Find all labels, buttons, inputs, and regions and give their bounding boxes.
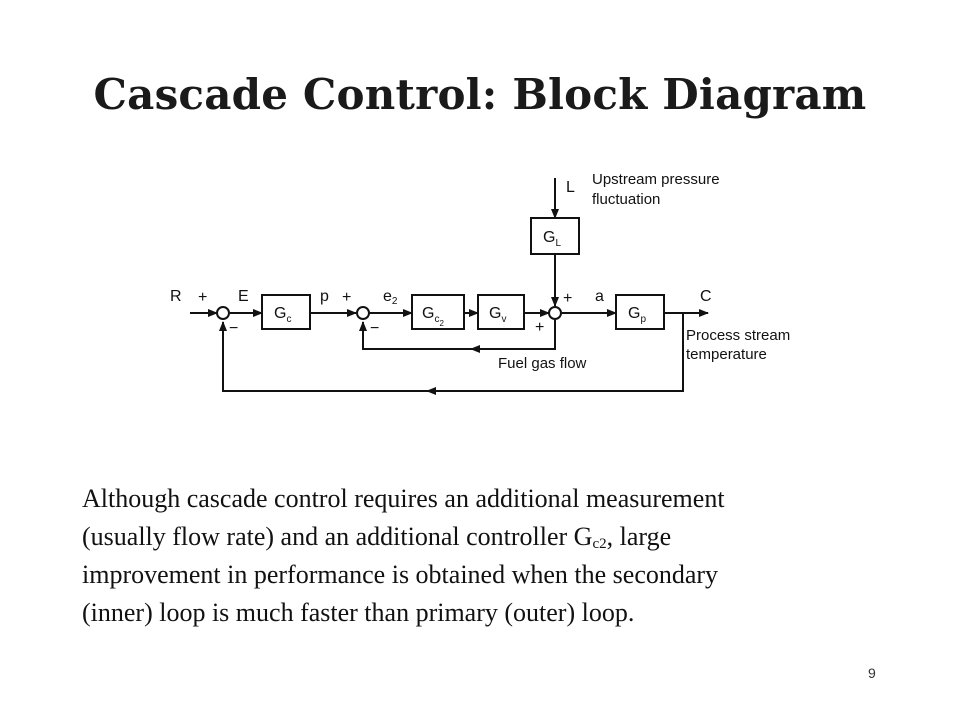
block-gv: Gv <box>477 294 525 330</box>
svg-text:Gp: Gp <box>628 305 646 325</box>
sign-outer-plus: + <box>198 289 207 306</box>
signal-label-r: R <box>170 288 182 305</box>
svg-text:Gc: Gc <box>274 305 291 325</box>
signal-label-l: L <box>566 179 575 196</box>
signal-label-a: a <box>595 288 604 305</box>
sign-disturbance-plus-top: + <box>563 290 572 307</box>
body-line-1: Although cascade control requires an add… <box>82 484 725 513</box>
sign-disturbance-plus-left: + <box>535 319 544 336</box>
body-line-4: (inner) loop is much faster than primary… <box>82 598 635 627</box>
sign-outer-minus: − <box>229 320 238 337</box>
block-gc: Gc <box>261 294 311 330</box>
inner-feedback-line <box>359 320 556 350</box>
svg-text:GL: GL <box>543 229 561 249</box>
block-gp: Gp <box>615 294 665 330</box>
svg-text:Gc2: Gc2 <box>422 305 444 328</box>
outer-feedback-line <box>219 313 684 392</box>
body-line-3: improvement in performance is obtained w… <box>82 560 719 589</box>
signal-label-e: E <box>238 288 249 305</box>
sign-inner-plus: + <box>342 289 351 306</box>
annotation-fluctuation: fluctuation <box>592 191 660 208</box>
summing-junction-disturbance <box>548 306 562 320</box>
annotation-temperature: temperature <box>686 346 767 363</box>
body-paragraph: Although cascade control requires an add… <box>82 480 882 632</box>
annotation-process-stream: Process stream <box>686 327 790 344</box>
signal-label-e2: e2 <box>383 288 398 307</box>
cascade-block-diagram: Gc Gc2 Gv Gp GL R E p e2 a C L + − + − +… <box>170 171 790 395</box>
summing-junction-inner <box>356 306 370 320</box>
annotation-fuel-gas-flow: Fuel gas flow <box>498 355 587 372</box>
page-title: Cascade Control: Block Diagram <box>93 70 867 119</box>
block-gc2: Gc2 <box>411 294 465 330</box>
page-number: 9 <box>868 665 876 681</box>
summing-junction-outer <box>216 306 230 320</box>
sign-inner-minus: − <box>370 320 379 337</box>
signal-label-p: p <box>320 288 329 305</box>
block-gl: GL <box>530 217 580 255</box>
body-line-2: (usually flow rate) and an additional co… <box>82 522 672 552</box>
annotation-upstream-pressure: Upstream pressure <box>592 171 720 188</box>
svg-text:Gv: Gv <box>489 305 506 325</box>
signal-label-c: C <box>700 288 712 305</box>
